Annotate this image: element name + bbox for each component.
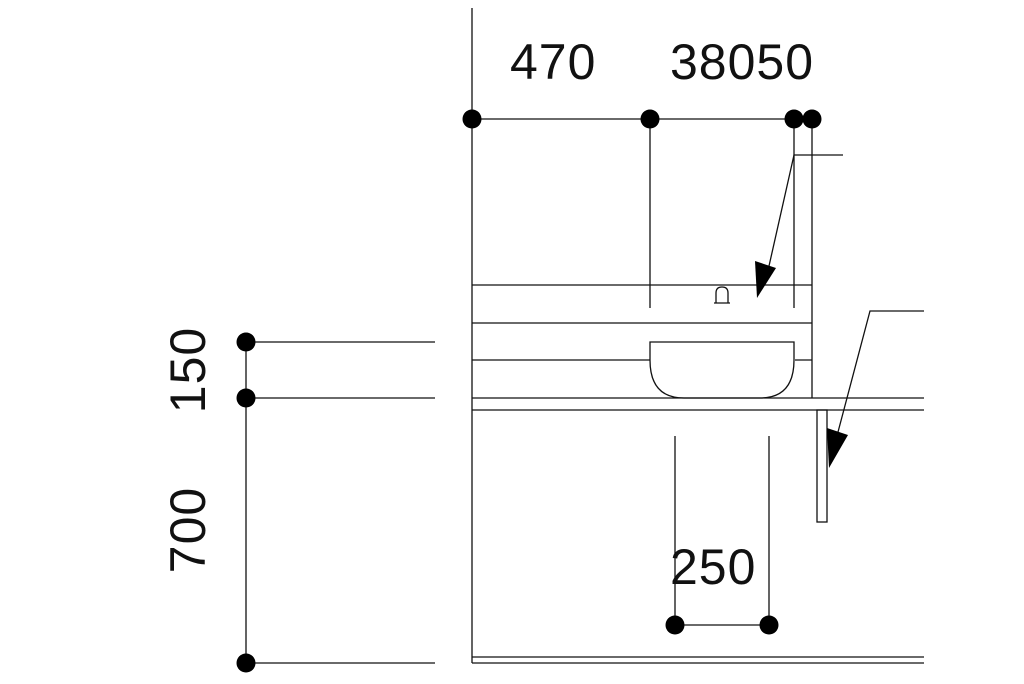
leader-arrow-upper <box>755 154 843 298</box>
arrowhead <box>827 428 848 468</box>
dimension-dot <box>784 109 804 129</box>
dimension-dot <box>759 615 779 635</box>
wall-panel <box>472 284 812 361</box>
dimension-top-left: 470 <box>510 34 596 90</box>
countertop <box>472 397 924 411</box>
arrowhead <box>755 261 776 298</box>
dimension-dot <box>462 109 482 129</box>
dimension-bottom: 250 <box>670 539 756 595</box>
dimension-dot <box>640 109 660 129</box>
leader-line <box>768 154 843 267</box>
bottom-dimension-chain <box>665 436 779 635</box>
dimension-dot <box>236 332 256 352</box>
leader-line <box>837 310 924 433</box>
leader-arrow-lower <box>827 310 924 468</box>
dimension-top-right: 38050 <box>670 34 814 90</box>
side-dimension-chain <box>236 332 435 673</box>
dimension-dot <box>665 615 685 635</box>
support-bracket <box>816 409 828 523</box>
dimension-dot <box>236 388 256 408</box>
basin <box>649 341 795 399</box>
dimension-dot <box>802 109 822 129</box>
top-dimension-chain <box>462 109 822 398</box>
faucet-icon <box>714 286 730 304</box>
dimension-side-upper: 150 <box>160 327 216 413</box>
dimension-side-lower: 700 <box>160 487 216 573</box>
dimension-dot <box>236 653 256 673</box>
